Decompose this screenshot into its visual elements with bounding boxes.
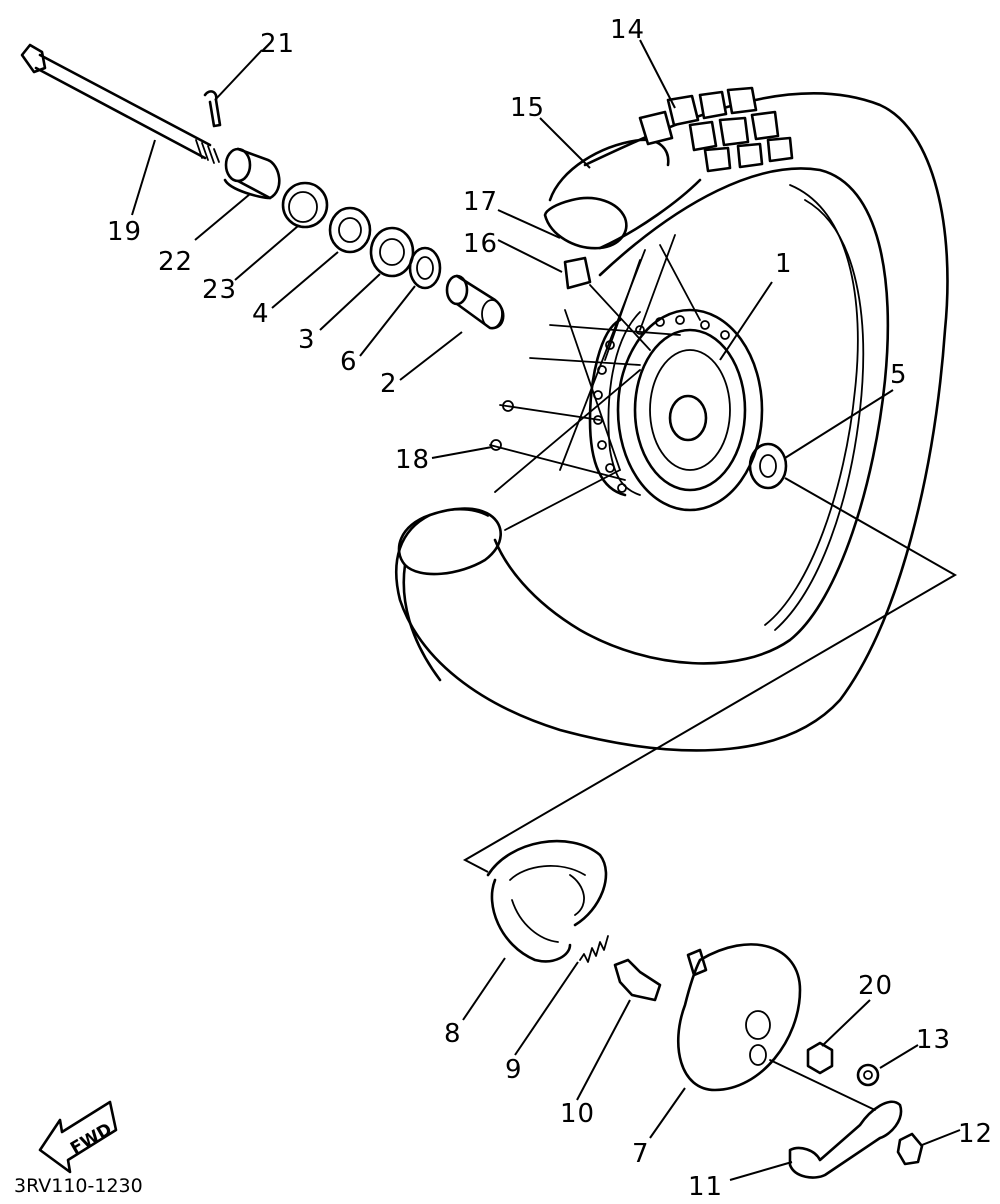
nut-20 [806,1041,834,1075]
distance-collar-5 [748,442,788,490]
brake-cam-10 [613,958,662,1002]
callout-12: 12 [958,1119,993,1149]
brake-arm-11 [769,1059,903,1179]
callout-19: 19 [107,217,142,247]
callout-5: 5 [890,360,908,390]
bolt-12 [896,1132,924,1166]
callout-4: 4 [252,299,270,329]
tire [394,86,949,752]
valve-nut-16 [563,256,592,290]
callout-11: 11 [688,1172,723,1202]
oil-seal-23 [281,181,329,229]
callout-14: 14 [610,15,645,45]
spacer-2 [445,274,505,330]
callout-6: 6 [340,347,358,377]
callout-13: 13 [916,1025,951,1055]
cotter-pin-21 [203,90,222,128]
wheel-hub [588,308,764,512]
washer-13 [856,1063,880,1087]
drawing-code: 3RV110-1230 [14,1175,143,1197]
callout-21: 21 [260,29,295,59]
bearing-3 [369,226,415,278]
callout-9: 9 [505,1055,523,1085]
collar-22 [223,147,281,200]
spring-9 [579,935,609,963]
leader-lines [131,39,961,1181]
callout-18: 18 [395,445,430,475]
callout-23: 23 [202,275,237,305]
callout-22: 22 [158,247,193,277]
oil-seal-6 [408,246,442,290]
callout-1: 1 [775,249,793,279]
callout-20: 20 [858,971,893,1001]
spokes [489,234,701,531]
callout-17: 17 [463,187,498,217]
fwd-arrow-icon: FWD [38,1100,118,1174]
brake-shoe-8 [486,839,608,963]
callout-3: 3 [298,325,316,355]
callout-8: 8 [444,1019,462,1049]
callout-15: 15 [510,93,545,123]
callout-numbers: 1 2 3 4 5 6 7 8 9 10 11 12 13 14 15 16 1… [107,15,993,1202]
axle-19 [20,43,220,164]
tread-blocks [638,86,794,173]
callout-10: 10 [560,1099,595,1129]
callout-7: 7 [632,1139,650,1169]
callout-16: 16 [463,229,498,259]
callout-2: 2 [380,369,398,399]
bearing-4 [328,206,372,254]
brake-shoe-plate-7 [677,943,802,1092]
